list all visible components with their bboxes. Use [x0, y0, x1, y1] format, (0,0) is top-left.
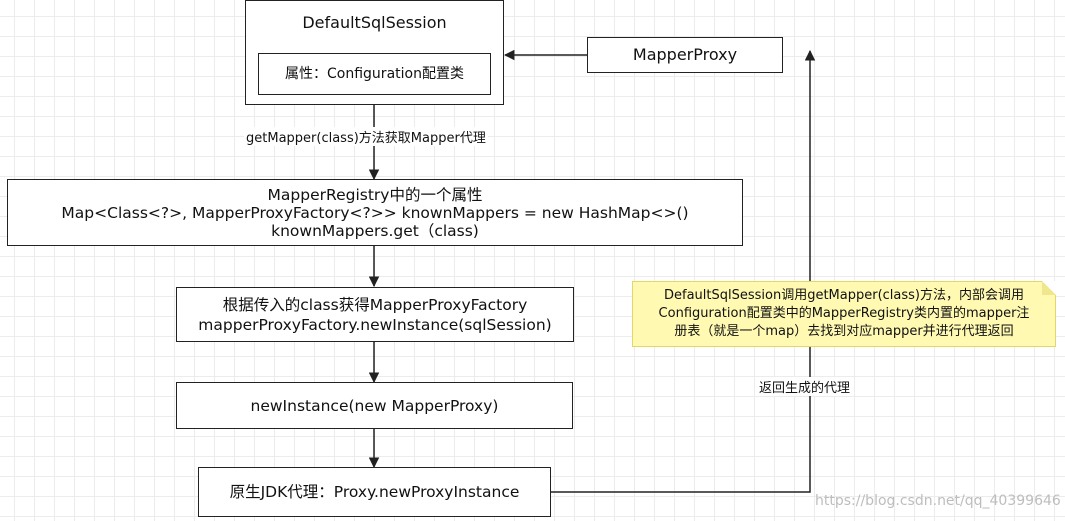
- jdk-proxy-node[interactable]: 原生JDK代理：Proxy.newProxyInstance: [198, 467, 551, 517]
- mapper-registry-line-1: MapperRegistry中的一个属性: [267, 185, 483, 204]
- explanation-note[interactable]: DefaultSqlSession调用getMapper(class)方法，内部…: [632, 281, 1056, 347]
- proxy-factory-line-2: mapperProxyFactory.newInstance(sqlSessio…: [198, 315, 552, 334]
- mapper-registry-line-3: knownMappers.get（class): [271, 221, 479, 240]
- configuration-attribute-label: 属性：Configuration配置类: [285, 66, 464, 82]
- proxy-factory-node[interactable]: 根据传入的class获得MapperProxyFactory mapperPro…: [176, 287, 574, 342]
- mapper-proxy-node[interactable]: MapperProxy: [587, 37, 783, 73]
- default-sql-session-title: DefaultSqlSession: [302, 13, 447, 32]
- mapper-proxy-label: MapperProxy: [632, 45, 738, 64]
- mapper-registry-line-2: Map<Class<?>, MapperProxyFactory<?>> kno…: [61, 203, 689, 222]
- jdk-proxy-label: 原生JDK代理：Proxy.newProxyInstance: [229, 483, 520, 501]
- get-mapper-edge-label: getMapper(class)方法获取Mapper代理: [244, 127, 488, 146]
- configuration-attribute-node[interactable]: 属性：Configuration配置类: [258, 53, 491, 95]
- mapper-registry-node[interactable]: MapperRegistry中的一个属性 Map<Class<?>, Mappe…: [7, 179, 743, 246]
- new-instance-label: newInstance(new MapperProxy): [250, 396, 499, 415]
- note-line-1: DefaultSqlSession调用getMapper(class)方法，内部…: [663, 288, 1024, 303]
- return-proxy-edge-label: 返回生成的代理: [757, 377, 853, 396]
- note-fold-corner: [1042, 281, 1056, 295]
- watermark: https://blog.csdn.net/qq_40399646: [815, 493, 1061, 509]
- new-instance-node[interactable]: newInstance(new MapperProxy): [176, 382, 573, 429]
- proxy-factory-line-1: 根据传入的class获得MapperProxyFactory: [222, 295, 528, 314]
- edge-jdkproxy-to-mapperproxy: [551, 56, 811, 493]
- note-line-3: 册表（就是一个map）去找到对应mapper并进行代理返回: [674, 324, 1014, 339]
- note-line-2: Configuration配置类中的MapperRegistry类内置的mapp…: [658, 306, 1030, 321]
